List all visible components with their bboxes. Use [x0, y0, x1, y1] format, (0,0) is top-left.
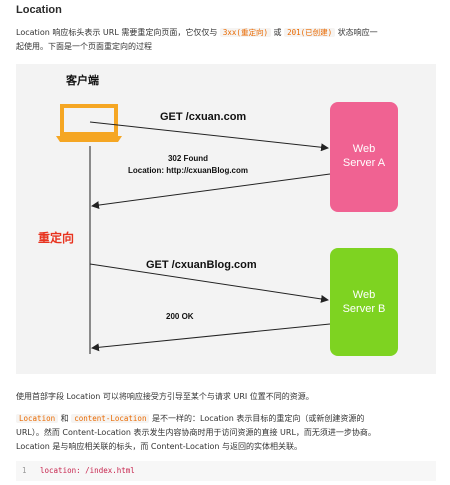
- text-line2: URL）。然而 Content-Location 表示发生内容协商时用于访问资源…: [16, 428, 376, 437]
- redirect-diagram: 客户端 Web Server A Web Server B GET /cxuan…: [16, 64, 436, 374]
- intro-text-end: 状态响应一: [337, 28, 378, 37]
- paragraph-location-vs-content-location: Location 和 content-Location 是不一样的：Locati…: [16, 412, 436, 454]
- inline-code-content-location: content-Location: [71, 414, 150, 423]
- server-a-label-2: Server A: [343, 157, 386, 169]
- text-and: 和: [60, 414, 69, 423]
- inline-code-201: 201(已创建): [284, 28, 336, 37]
- server-b-box: [330, 248, 398, 356]
- laptop-icon: [56, 104, 122, 142]
- response-1-arrow: [91, 173, 331, 210]
- inline-code-3xx: 3xx(重定向): [219, 28, 271, 37]
- request-1-arrow: [89, 121, 329, 152]
- request-1-label: GET /cxuan.com: [160, 111, 246, 123]
- diagram-svg: 客户端 Web Server A Web Server B GET /cxuan…: [38, 73, 398, 356]
- inline-code-location: Location: [16, 414, 59, 423]
- server-a-label-1: Web: [353, 143, 375, 155]
- code-block: 1 location: /index.html: [16, 461, 436, 481]
- code-line: location: /index.html: [40, 466, 135, 475]
- line-number: 1: [22, 466, 27, 475]
- server-b-label-2: Server B: [343, 303, 386, 315]
- server-b-label-1: Web: [353, 289, 375, 301]
- response-2-arrow: [91, 323, 331, 352]
- response-1-location: Location: http://cxuanBlog.com: [128, 166, 248, 175]
- intro-paragraph: Location 响应标头表示 URL 需要重定向页面，它仅仅与 3xx(重定向…: [16, 26, 436, 54]
- server-a-box: [330, 102, 398, 212]
- request-2-arrow: [89, 263, 329, 303]
- intro-text-or: 或: [273, 28, 282, 37]
- response-1-status: 302 Found: [168, 154, 208, 163]
- redirect-label: 重定向: [38, 230, 74, 245]
- intro-text: Location 响应标头表示 URL 需要重定向页面，它仅仅与: [16, 28, 218, 37]
- intro-text-line2: 起使用。下面是一个页面重定向的过程: [16, 42, 152, 51]
- client-label: 客户端: [65, 73, 99, 87]
- text-rest: 是不一样的：Location 表示目标的重定向（或新创建资源的: [152, 414, 365, 423]
- text-line3: Location 是与响应相关联的标头，而 Content-Location 与…: [16, 442, 303, 451]
- response-2-status: 200 OK: [166, 312, 194, 321]
- paragraph-location-usage: 使用首部字段 Location 可以将响应接受方引导至某个与请求 URI 位置不…: [16, 392, 314, 401]
- request-2-label: GET /cxuanBlog.com: [146, 259, 257, 271]
- section-heading: Location: [16, 4, 62, 16]
